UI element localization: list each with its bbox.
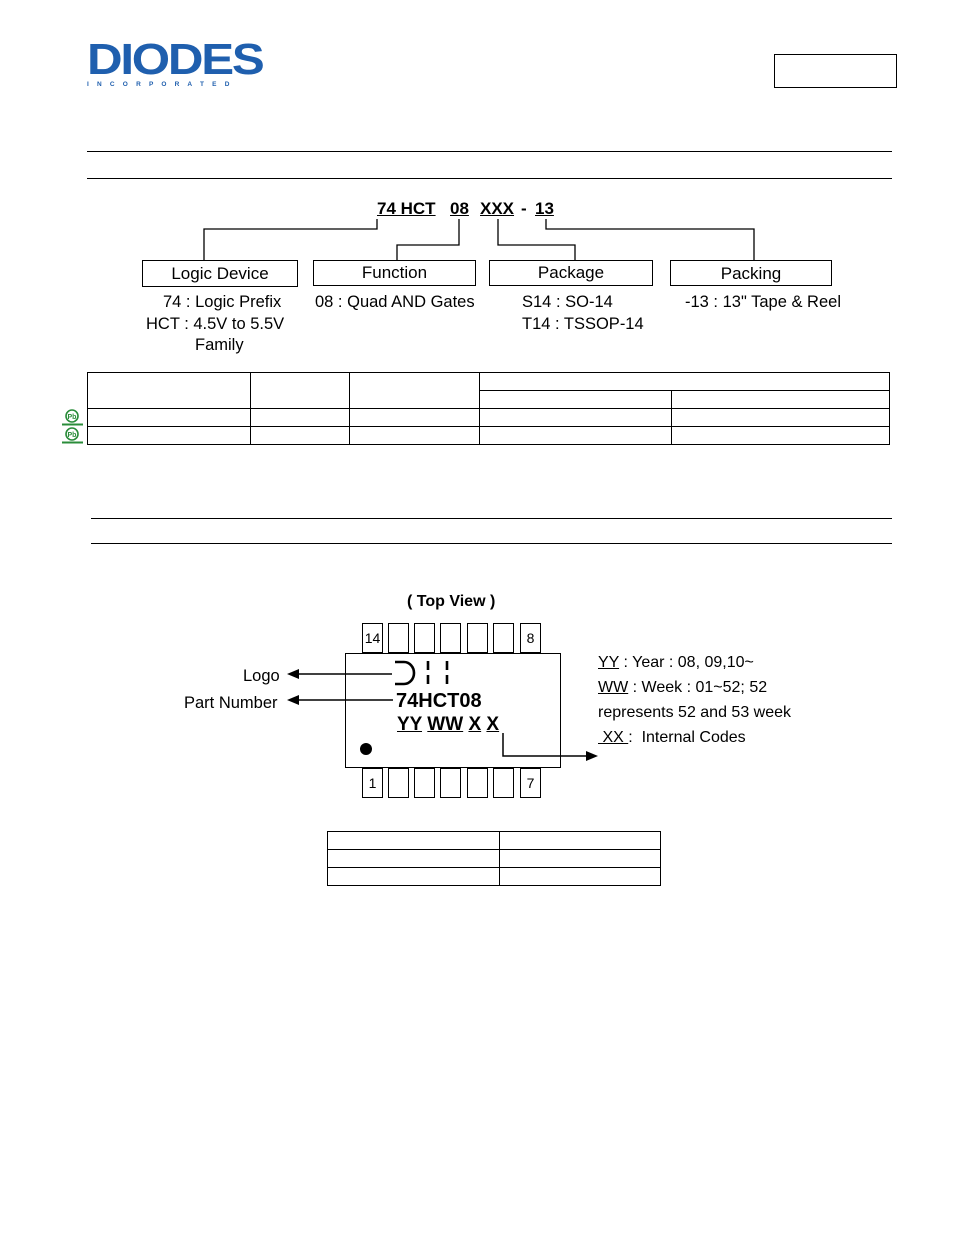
field-title-packing: Packing [720,264,782,283]
pin [388,623,409,653]
field-desc-line: 74 : Logic Prefix [163,293,282,311]
field-box-packing: Packing [670,260,832,286]
pin1-dot [360,743,372,755]
marking-table [327,831,661,886]
pin [440,768,461,798]
diodes-logo-tagline: I N C O R P O R A T E D [87,81,233,88]
chip-date-code: YY WW X X [397,714,499,736]
table-row [327,849,661,868]
code-part-function: 08 [450,199,469,218]
section-rule [91,543,892,544]
table-cell [499,831,661,850]
field-desc-line: T14 : TSSOP-14 [522,315,644,333]
legend-xx-text: : Internal Codes [628,729,746,746]
pin [467,768,488,798]
pin-7: 7 [520,768,541,798]
legend-ww-key: WW [598,679,629,696]
field-desc-line: -13 : 13" Tape & Reel [685,293,841,311]
diodes-logo: DIODES I N C O R P O R A T E D [87,38,265,90]
ordering-table [87,372,890,445]
chip-code-ww: WW [427,714,464,735]
legend-ww-continued: represents 52 and 53 week [598,704,792,721]
chip-code-yy: YY [397,714,423,735]
pin [440,623,461,653]
pin [388,768,409,798]
code-part-dash: - [521,199,527,218]
svg-text:Pb: Pb [68,432,77,439]
field-desc-line: 08 : Quad AND Gates [315,293,475,311]
field-box-function: Function [313,260,476,286]
code-part-logic: 74 HCT [377,199,436,218]
table-row [327,867,661,886]
legend-yy-key: YY [598,654,620,671]
field-box-package: Package [489,260,653,286]
code-part-packing: 13 [535,199,554,218]
pin [493,768,514,798]
pin [467,623,488,653]
part-number-arrow-icon [287,695,393,705]
field-title-function: Function [361,263,428,282]
section-rule [87,178,892,179]
lead-free-green-icon: Pb [62,427,83,444]
header-empty-box [774,54,897,88]
table-cell [327,849,500,868]
table-cell [327,867,500,886]
lead-free-green-icon: Pb [62,409,83,426]
logo-label: Logo [243,667,280,685]
part-number-label: Part Number [184,694,278,712]
chip-logo-icon [395,660,449,686]
chip-part-number: 74HCT08 [396,690,482,712]
code-part-package: XXX [480,199,515,218]
field-title-logic-device: Logic Device [171,264,269,283]
field-box-logic-device: Logic Device [142,260,298,287]
table-cell [327,831,500,850]
pin-14: 14 [362,623,383,653]
chip-code-x: X [468,714,482,735]
table-row [87,408,890,427]
internal-code-arrow-icon [502,733,598,761]
chip-body [345,653,561,768]
diodes-logo-wordmark: DIODES [87,35,265,84]
field-title-package: Package [537,263,605,282]
top-view-label: ( Top View ) [407,593,496,610]
svg-text:Pb: Pb [68,414,77,421]
pin [493,623,514,653]
field-desc-line: S14 : SO-14 [522,293,613,311]
section-rule [87,151,892,152]
section-rule [91,518,892,519]
logo-arrow-icon [287,669,392,679]
pin [414,768,435,798]
field-desc-line: HCT : 4.5V to 5.5V [146,315,285,333]
pin-8: 8 [520,623,541,653]
legend-yy-text: : Year : 08, 09,10~ [619,654,754,671]
legend-xx: XX : Internal Codes [598,729,746,747]
table-cell [671,426,890,445]
legend-ww: WW : Week : 01~52; 52 [598,679,767,697]
field-desc-line: Family [195,336,244,354]
legend-xx-key: XX [598,729,629,746]
pin-1: 1 [362,768,383,798]
chip-code-x: X [486,714,500,735]
table-cell [499,867,661,886]
legend-yy: YY : Year : 08, 09,10~ [598,654,754,672]
table-cell [499,849,661,868]
legend-ww-text: : Week : 01~52; 52 [628,679,768,696]
pin [414,623,435,653]
table-row [87,426,890,445]
table-row [327,831,661,850]
